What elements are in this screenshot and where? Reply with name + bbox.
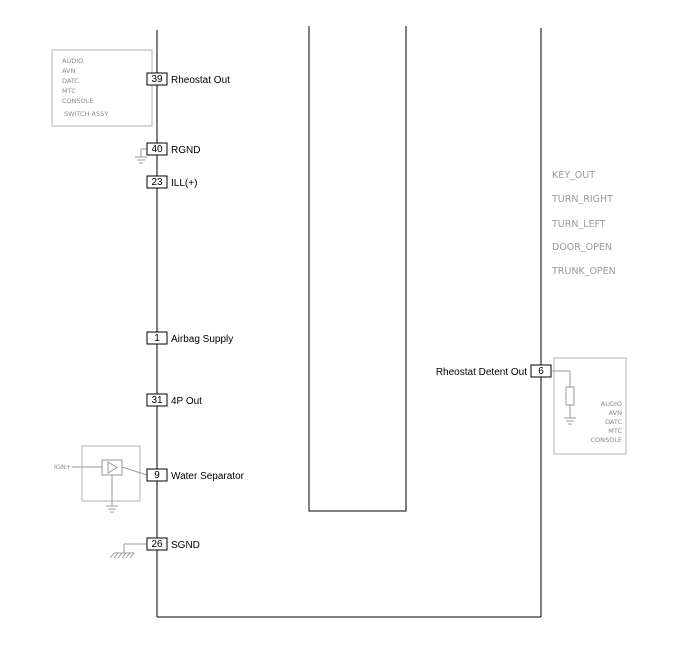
detent-box-line: CONSOLE xyxy=(591,436,623,444)
pin-label: ILL(+) xyxy=(171,178,197,189)
signal-turn-right: TURN_RIGHT xyxy=(551,194,613,205)
detent-box-line: MTC xyxy=(608,427,622,435)
pin-39: 39 Rheostat Out xyxy=(146,72,230,86)
detent-box-line: AUDIO xyxy=(601,400,622,408)
pin-number: 1 xyxy=(154,333,160,344)
signal-labels: KEY_OUT TURN_RIGHT TURN_LEFT DOOR_OPEN T… xyxy=(551,170,616,277)
pin-6: Rheostat Detent Out 6 xyxy=(436,364,552,378)
audio-box-line: DATC xyxy=(62,77,79,85)
pin-number: 6 xyxy=(538,366,544,377)
pin-9: 9 Water Separator xyxy=(146,468,245,482)
pin-number: 39 xyxy=(151,74,163,85)
pin-label: Airbag Supply xyxy=(171,334,233,345)
central-module-outline xyxy=(308,26,407,512)
pin-label: 4P Out xyxy=(171,396,202,407)
pin-number: 9 xyxy=(154,470,160,481)
detent-box-line: AVN xyxy=(609,409,622,417)
pin-label: Water Separator xyxy=(171,471,245,482)
pin-number: 26 xyxy=(151,539,163,550)
pin-number: 40 xyxy=(151,144,163,155)
pin-1: 1 Airbag Supply xyxy=(146,331,233,345)
pin-label: Rheostat Detent Out xyxy=(436,367,527,378)
audio-box-line: AVN xyxy=(62,67,75,75)
signal-key-out: KEY_OUT xyxy=(552,170,595,181)
signal-trunk-open: TRUNK_OPEN xyxy=(551,266,616,277)
detent-box-line: DATC xyxy=(605,418,622,426)
audio-switch-assy-box: AUDIO AVN DATC MTC CONSOLE SWITCH ASSY xyxy=(51,49,153,127)
buffer-icon xyxy=(101,459,123,476)
ground-symbol-sgnd xyxy=(109,543,147,559)
pin-26: 26 SGND xyxy=(146,537,200,551)
pin-label: SGND xyxy=(171,540,200,551)
audio-box-line: CONSOLE xyxy=(62,97,94,105)
audio-box-line: AUDIO xyxy=(62,57,83,65)
signal-turn-left: TURN_LEFT xyxy=(551,219,606,230)
rheostat-detent-box: AUDIO AVN DATC MTC CONSOLE xyxy=(551,357,627,455)
audio-box-line: MTC xyxy=(62,87,76,95)
pin-40: 40 RGND xyxy=(146,142,200,156)
pin-31: 31 4P Out xyxy=(146,393,202,407)
pin-number: 31 xyxy=(151,395,163,406)
resistor-icon xyxy=(565,386,575,406)
ign-input-label: IGN+ xyxy=(54,463,71,471)
signal-door-open: DOOR_OPEN xyxy=(552,242,612,253)
ground-symbol-rgnd xyxy=(135,148,147,164)
audio-box-line: SWITCH ASSY xyxy=(64,110,108,118)
pin-23: 23 ILL(+) xyxy=(146,175,197,189)
water-separator-box: IGN+ xyxy=(54,445,148,513)
pin-number: 23 xyxy=(151,177,163,188)
pin-label: Rheostat Out xyxy=(171,75,230,86)
pin-label: RGND xyxy=(171,145,200,156)
